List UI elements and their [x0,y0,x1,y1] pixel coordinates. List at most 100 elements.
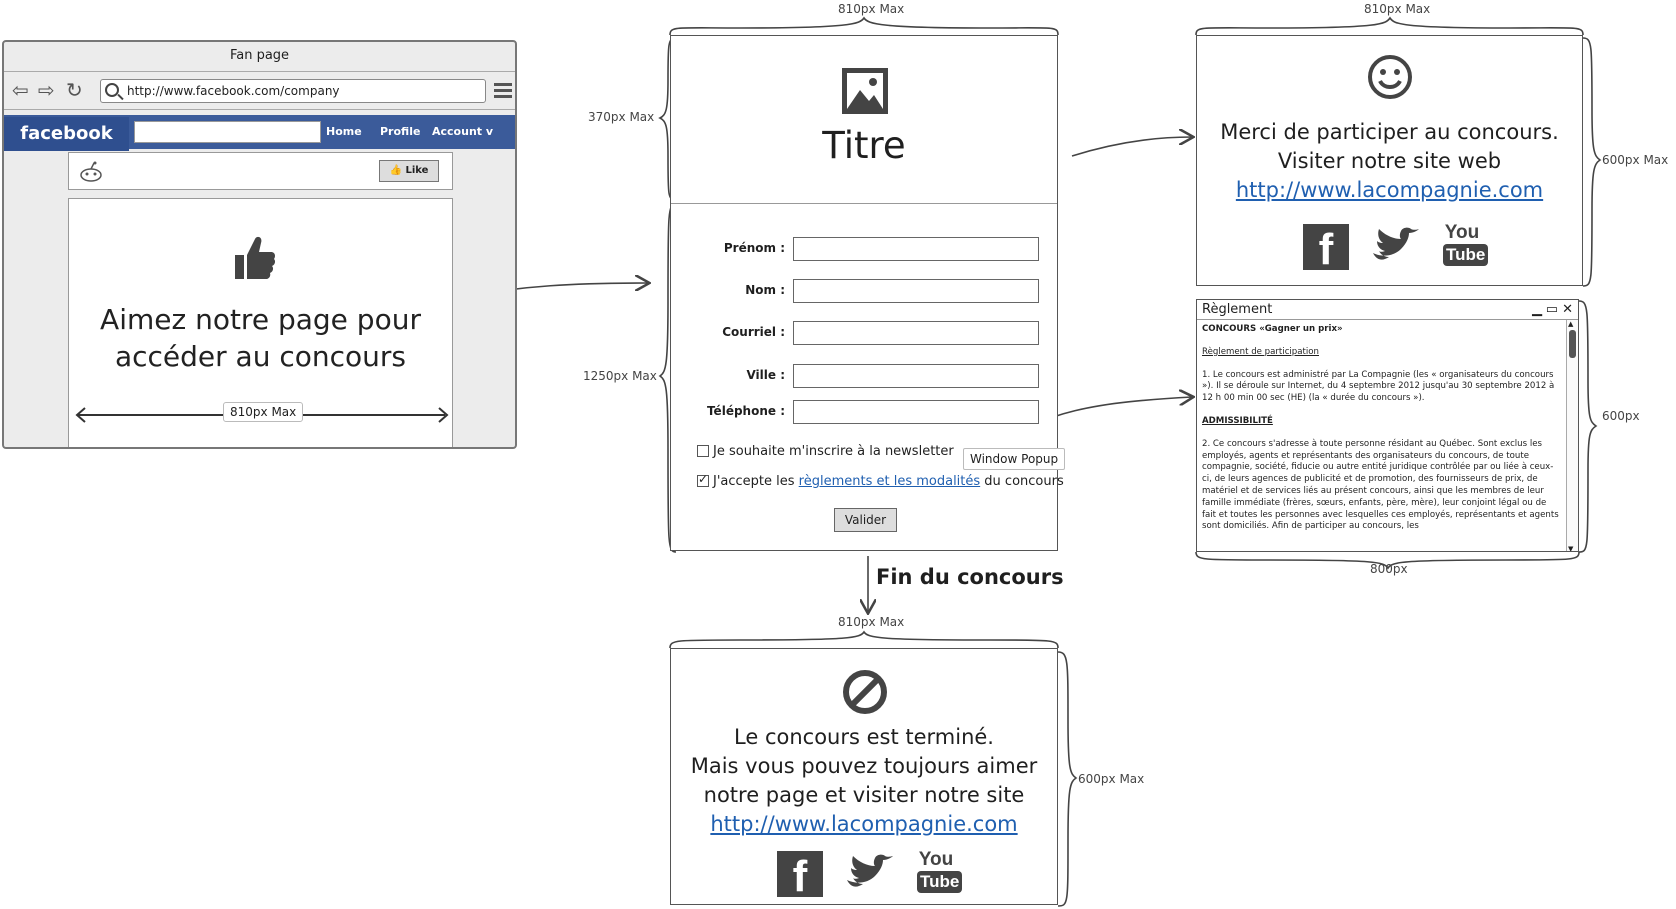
end-width-label: 810px Max [838,615,905,629]
fanpage-width-label: 810px Max [223,402,304,422]
lastname-input[interactable] [793,279,1039,303]
youtube-icon[interactable]: You Tube [917,849,963,899]
form-title: Titre [822,124,906,167]
prohibited-icon [843,670,887,714]
form-header: Titre [671,36,1057,204]
email-input[interactable] [793,321,1039,345]
back-arrow-icon[interactable]: ⇦ [12,78,29,102]
brace-form-header [658,37,677,201]
brace-thanks-top [1195,16,1584,36]
form-width-label: 810px Max [838,2,905,16]
forward-arrow-icon[interactable]: ⇨ [38,78,55,102]
facebook-icon[interactable]: f [777,851,823,901]
facebook-search-input[interactable] [134,121,321,143]
accept-terms-option[interactable]: J'accepte les règlements et les modalité… [697,472,1064,489]
thumbs-up-icon [235,236,275,279]
facebook-logo[interactable]: facebook [4,117,129,151]
page-header-strip: 👍 Like [68,152,453,190]
thanks-height-label: 600px Max [1602,153,1669,167]
ended-message: Le concours est terminé. Mais vous pouve… [671,723,1057,839]
thanks-width-label: 810px Max [1364,2,1431,16]
rules-paragraph-2: 2. Ce concours s'adresse à toute personn… [1202,438,1559,532]
newsletter-label: Je souhaite m'inscrire à la newsletter [713,444,954,459]
city-input[interactable] [793,364,1039,388]
field-label: Prénom : [723,241,785,255]
field-row-nom: Nom : [671,279,1057,305]
rules-heading: CONCOURS «Gagner un prix» [1202,324,1343,334]
url-text: http://www.facebook.com/company [127,84,340,98]
browser-title: Fan page [4,42,515,72]
form-header-height-label: 370px Max [588,110,655,124]
field-row-ville: Ville : [671,364,1057,390]
scroll-up-arrow-icon[interactable]: ▲ [1568,320,1574,328]
field-label: Ville : [746,368,785,382]
scroll-down-arrow-icon[interactable]: ▼ [1568,545,1574,552]
rules-window-title: Règlement [1197,300,1578,320]
nav-profile[interactable]: Profile [380,125,421,138]
contest-ended-panel: Le concours est terminé. Mais vous pouve… [670,648,1058,905]
rules-scrollbar[interactable]: ▲ ▼ [1566,320,1578,552]
brace-thanks-right [1582,37,1602,287]
image-placeholder-icon [842,68,888,114]
field-row-courriel: Courriel : [671,321,1057,347]
minimize-icon[interactable]: ▁ [1532,302,1542,317]
website-link[interactable]: http://www.lacompagnie.com [710,812,1018,836]
maximize-icon[interactable]: ▭ [1545,302,1558,317]
firstname-input[interactable] [793,237,1039,261]
hamburger-menu-icon[interactable] [494,83,512,99]
search-icon [105,83,119,97]
rules-paragraph-1: 1. Le concours est administré par La Com… [1202,369,1555,404]
fan-gate-content: Aimez notre page pour accéder au concour… [68,198,453,447]
field-row-telephone: Téléphone : [671,400,1057,426]
scroll-thumb[interactable] [1569,330,1576,358]
field-label: Courriel : [722,325,785,339]
form-body-height-label: 1250px Max [583,369,657,383]
facebook-icon[interactable]: f [1303,224,1349,274]
brace-form-body [658,203,677,553]
youtube-icon[interactable]: You Tube [1443,222,1489,272]
fan-gate-message: Aimez notre page pour accéder au concour… [100,303,421,373]
rules-subheading: Règlement de participation [1202,346,1319,357]
field-label: Téléphone : [706,404,785,418]
field-label: Nom : [745,283,785,297]
arrow-form-to-thanks [1071,137,1192,157]
nav-home[interactable]: Home [326,125,362,138]
brace-end-right [1057,651,1078,907]
refresh-icon[interactable]: ↻ [66,78,83,102]
brace-end-top [669,630,1059,649]
brace-rules-bottom [1195,551,1580,570]
rules-popup-window: Règlement ▁ ▭ ✕ CONCOURS «Gagner un prix… [1196,299,1579,552]
newsletter-option[interactable]: Je souhaite m'inscrire à la newsletter [697,444,954,459]
terms-link[interactable]: règlements et les modalités [798,474,981,489]
accept-terms-checkbox[interactable] [697,472,709,487]
rules-section-title: ADMISSIBILITÉ [1202,415,1273,426]
thanks-panel: Merci de participer au concours. Visiter… [1196,35,1583,286]
browser-toolbar: ⇦ ⇨ ↻ http://www.facebook.com/company [4,72,515,110]
url-bar[interactable]: http://www.facebook.com/company [100,79,486,103]
width-dimension-arrows [75,407,449,423]
phone-input[interactable] [793,400,1039,424]
social-icons: f You Tube [777,849,963,901]
contest-form-panel: Titre Prénom : Nom : Courriel : Ville : … [670,35,1064,551]
close-icon[interactable]: ✕ [1562,302,1573,317]
brace-rules-right [1578,300,1598,553]
rules-height-label: 600px [1602,409,1640,423]
thumbs-up-small-icon: 👍 [389,165,402,176]
newsletter-checkbox[interactable] [697,445,709,457]
like-button[interactable]: 👍 Like [379,160,439,182]
accept-suffix: du concours [980,474,1064,489]
rules-text: CONCOURS «Gagner un prix» Règlement de p… [1202,324,1562,544]
alien-avatar-icon [80,161,102,182]
website-link[interactable]: http://www.lacompagnie.com [1235,178,1544,202]
nav-account[interactable]: Account v [432,125,494,138]
social-icons: f You Tube [1303,222,1489,274]
twitter-bird-icon[interactable] [845,854,895,894]
smiley-icon [1368,55,1412,99]
rules-width-label: 800px [1370,562,1408,576]
brace-form-top [669,16,1059,36]
browser-mockup: Fan page ⇦ ⇨ ↻ http://www.facebook.com/c… [2,40,517,449]
thanks-message: Merci de participer au concours. Visiter… [1197,118,1582,205]
twitter-bird-icon[interactable] [1371,227,1421,267]
window-popup-label: Window Popup [963,448,1066,470]
submit-button[interactable]: Valider [834,508,897,532]
